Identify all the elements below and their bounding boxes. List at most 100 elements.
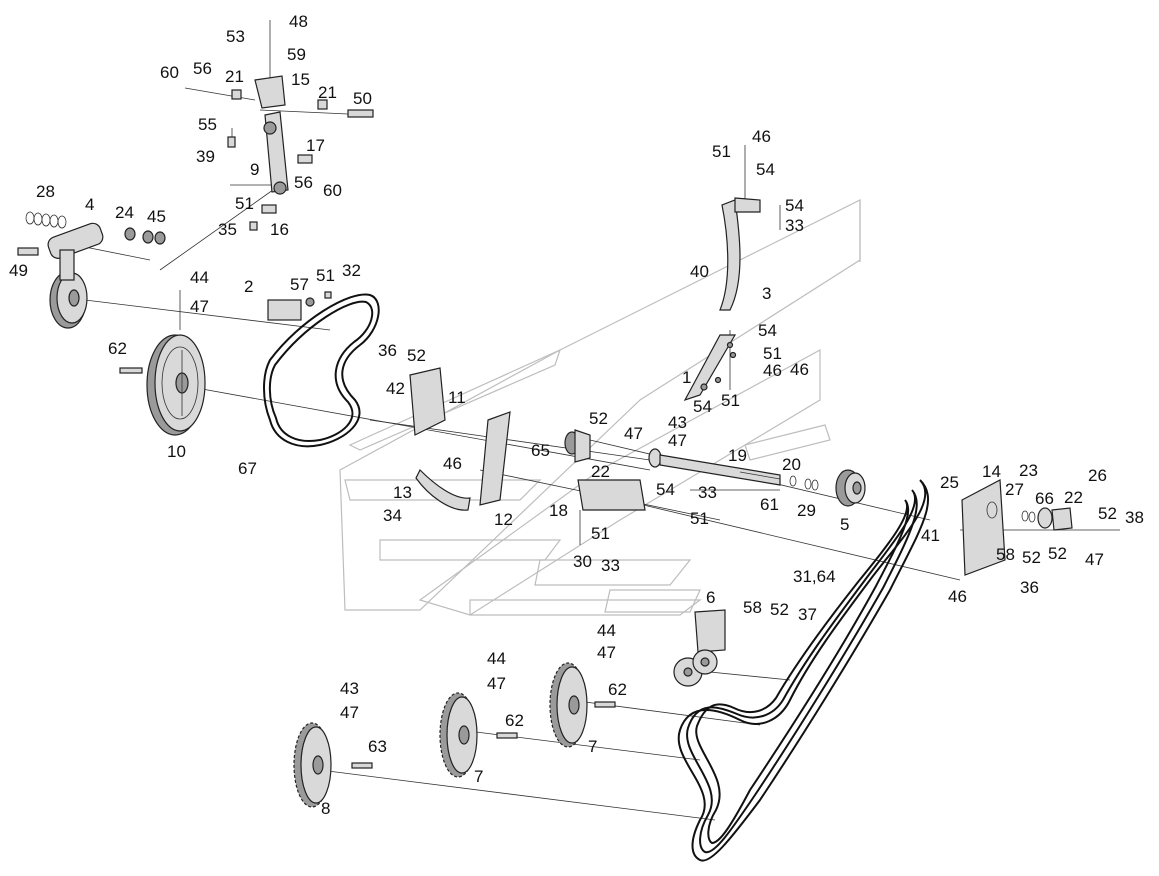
label-58: 58 [996,545,1015,564]
label-47g: 47 [340,703,359,722]
pulley-10 [146,334,206,436]
label-11: 11 [448,388,466,407]
label-59: 59 [287,45,306,64]
label-25: 25 [940,473,959,492]
label-46c: 46 [790,360,809,379]
arm-9-and-bracket-15 [227,75,374,231]
label-53: 53 [226,27,245,46]
label-16: 16 [270,220,289,239]
label-47e: 47 [597,643,616,662]
label-40: 40 [690,262,709,281]
label-3: 3 [762,284,771,303]
label-6: 6 [706,588,715,607]
label-48: 48 [289,12,308,31]
label-47f: 47 [487,674,506,693]
label-43b: 43 [340,679,359,698]
label-56: 56 [193,59,212,78]
label-52b: 52 [589,409,608,428]
label-56b: 56 [294,173,313,192]
label-46e: 46 [948,587,967,606]
plate-14 [961,479,1073,576]
label-52e: 52 [1048,544,1067,563]
label-51d: 51 [721,391,740,410]
label-54: 54 [758,321,777,340]
label-23: 23 [1019,461,1038,480]
label-35: 35 [218,220,237,239]
label-30: 30 [573,552,592,571]
label-41: 41 [921,526,940,545]
label-31-64: 31,64 [793,567,836,586]
label-62: 62 [108,339,127,358]
label-62b: 62 [608,680,627,699]
label-65: 65 [531,441,550,460]
label-36b: 36 [1020,578,1039,597]
label-44b: 44 [597,621,616,640]
label-45: 45 [147,207,166,226]
small-parts-24-45 [17,227,166,256]
label-33c: 33 [601,556,620,575]
label-9: 9 [250,160,259,179]
plate-2 [267,291,332,321]
label-17: 17 [306,136,325,155]
label-51b: 51 [316,266,335,285]
plate-18 [577,479,646,511]
pins-62-63 [119,367,616,769]
label-46: 46 [443,454,462,473]
label-46d: 46 [752,127,771,146]
label-47b: 47 [624,424,643,443]
label-34: 34 [383,506,402,525]
rings-28 [25,211,67,229]
label-5: 5 [840,515,849,534]
label-43: 43 [668,413,687,432]
label-33: 33 [785,216,804,235]
label-47: 47 [190,297,209,316]
label-24: 24 [115,203,134,222]
label-51f: 51 [690,509,709,528]
label-51e: 51 [712,142,731,161]
label-21b: 21 [318,83,337,102]
label-42: 42 [386,379,405,398]
label-8: 8 [321,799,330,818]
label-52f: 52 [770,600,789,619]
label-1: 1 [682,368,691,387]
label-33b: 33 [698,483,717,502]
label-62c: 62 [505,711,524,730]
label-21: 21 [225,67,244,86]
tensioner-pulley [47,222,104,329]
label-46b: 46 [763,361,782,380]
label-47d: 47 [1085,550,1104,569]
label-54e: 54 [656,480,675,499]
label-51c: 51 [763,344,782,363]
label-38: 38 [1125,508,1144,527]
arm-1 [683,334,737,402]
label-47c: 47 [668,431,687,450]
bearing-65 [564,429,591,463]
label-60: 60 [160,63,179,82]
label-26: 26 [1088,466,1107,485]
part-number-labels: 48 53 59 60 56 21 15 21 50 55 39 17 9 56… [9,12,1144,818]
shield-11-bracket-12-13 [409,367,511,511]
label-39: 39 [196,147,215,166]
label-32: 32 [342,261,361,280]
label-4: 4 [85,195,94,214]
label-50: 50 [353,89,372,108]
label-66: 66 [1035,489,1054,508]
background-guide-panels [339,199,861,616]
label-22b: 22 [1064,488,1083,507]
label-22: 22 [591,462,610,481]
label-2: 2 [244,277,253,296]
label-60b: 60 [323,181,342,200]
label-57: 57 [290,275,309,294]
label-14: 14 [982,462,1001,481]
label-44c: 44 [487,649,506,668]
label-51: 51 [235,194,254,213]
label-54b: 54 [693,397,712,416]
label-29: 29 [797,501,816,520]
label-27: 27 [1005,480,1024,499]
label-12: 12 [494,510,513,529]
sprocket-7a [549,662,588,748]
sprocket-7b [439,692,478,778]
label-15: 15 [291,70,310,89]
